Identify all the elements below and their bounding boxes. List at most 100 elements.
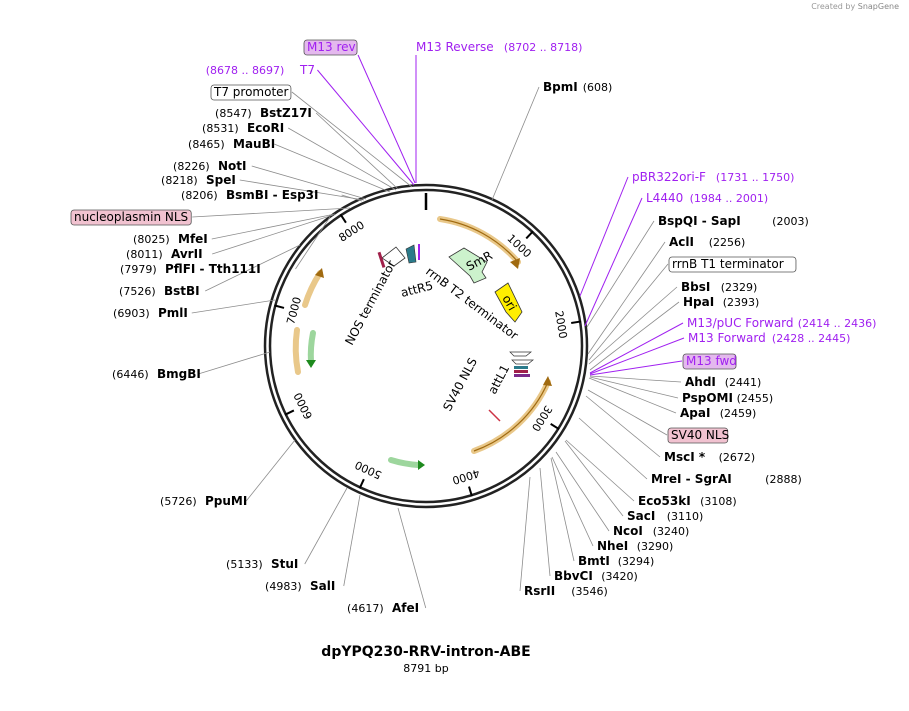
label-bspqi: BspQI - SapI(2003) (658, 214, 809, 228)
label-eco53ki: Eco53kI(3108) (638, 494, 737, 508)
label-position: (4983) (265, 580, 302, 593)
label-ncoi: NcoI (3240) (613, 524, 689, 538)
label-name: AhdI (685, 375, 716, 389)
ring-tick (339, 213, 347, 224)
label-apai: ApaI (2459) (680, 406, 756, 420)
leader-line (304, 487, 348, 565)
label-acli: AclI(2256) (669, 235, 745, 249)
feature-arc-left-upper (302, 270, 323, 308)
leader-line (291, 91, 413, 188)
leader-line (587, 389, 668, 436)
label-box (210, 84, 292, 101)
label-name: MfeI (178, 232, 208, 246)
label-position: (7526) (119, 285, 156, 298)
label-name: BpmI (543, 80, 578, 94)
label-position: (8678 .. 8697) (206, 64, 285, 77)
label-mfei: MfeI (8025) (133, 232, 208, 246)
label-avrii: AvrII(8011) (126, 247, 202, 261)
label-box (667, 427, 729, 444)
credit-prefix: Created by (811, 2, 856, 11)
label-position: (3546) (571, 585, 608, 598)
label-name: BmtI (578, 554, 610, 568)
leader-line (211, 213, 336, 240)
leader-line (588, 263, 669, 361)
label-name: pBR322ori-F (632, 170, 706, 184)
leader-line (519, 476, 531, 592)
sv40nls-label: SV40 NLS (440, 355, 480, 413)
label-bmgbi: BmgBI(6446) (112, 367, 201, 381)
attr5-label: attR5 (399, 278, 434, 300)
label-m13fwd: M13 fwd (682, 353, 737, 370)
label-bmti: BmtI(3294) (578, 554, 654, 568)
ring-tick (274, 304, 285, 309)
label-position: (8547) (215, 107, 252, 120)
leader-line (245, 439, 296, 502)
feature-arc-green-bottom (388, 457, 421, 468)
label-name: PflFI - Tth111I (165, 262, 261, 276)
label-l4440: L4440 (1984 .. 2001) (646, 191, 768, 205)
label-pbr322: pBR322ori-F(1731 .. 1750) (632, 170, 794, 184)
label-stui: StuI(5133) (226, 557, 298, 571)
snapgene-credit: Created by SnapGene (811, 2, 899, 11)
label-name: NcoI (613, 524, 643, 538)
label-bbsi: BbsI(2329) (681, 280, 757, 294)
marker-magenta-left (377, 251, 386, 268)
label-position: (2393) (723, 296, 760, 309)
feature-arc-green-left-arrow (306, 360, 316, 368)
snapgene-logo: SnapGene (857, 2, 899, 11)
label-box (682, 353, 737, 370)
label-position: (8025) (133, 233, 170, 246)
label-name: NheI (597, 539, 628, 553)
label-bstbi: BstBI (7526) (119, 284, 200, 298)
label-position: (7979) (120, 263, 157, 276)
leader-line (587, 241, 666, 355)
leader-line (589, 360, 683, 376)
leader-line (589, 301, 680, 371)
leader-line (586, 220, 655, 328)
backbone-outer (263, 183, 589, 509)
label-ahdi: AhdI (2441) (685, 375, 761, 389)
ring-tick-label: 4000 (451, 466, 482, 487)
label-bstz17i: BstZ17I(8547) (215, 106, 312, 120)
label-position: (608) (583, 81, 613, 94)
leader-line (564, 440, 624, 517)
feature-arc-green-left (307, 330, 316, 365)
label-name: BspQI - SapI (658, 214, 741, 228)
feature-arc-right-arrow (543, 376, 552, 386)
feature-arc-top-arrow (510, 258, 520, 269)
label-afei: AfeI(4617) (347, 601, 419, 615)
label-name: PpuMI (205, 494, 247, 508)
leader-line (315, 112, 399, 190)
label-pspomi: PspOMI(2455) (682, 391, 773, 405)
label-position: (3420) (601, 570, 638, 583)
attr5-arrow (381, 246, 406, 267)
label-position: (8465) (188, 138, 225, 151)
label-name: ApaI (680, 406, 710, 420)
label-position: (6446) (112, 368, 149, 381)
leader-line (295, 216, 331, 270)
label-position: (1984 .. 2001) (690, 192, 769, 205)
label-name: AfeI (392, 601, 419, 615)
feature-arc-right-core (473, 381, 549, 452)
leader-line (343, 494, 361, 587)
label-name: BbsI (681, 280, 710, 294)
ring-tick-label: 7000 (284, 295, 304, 325)
label-position: (5133) (226, 558, 263, 571)
leader-line (397, 507, 427, 609)
leader-line (357, 54, 416, 184)
ori-label: ori (499, 293, 519, 314)
leader-line (588, 286, 678, 365)
label-name: BbvCI (554, 569, 593, 583)
label-position: (3110) (667, 510, 704, 523)
label-position: (2459) (720, 407, 757, 420)
label-name: M13 Forward (688, 331, 766, 345)
label-position: (2441) (725, 376, 762, 389)
label-position: (3240) (653, 525, 690, 538)
ring-tick-label: 6000 (291, 390, 315, 421)
label-name: L4440 (646, 191, 683, 205)
label-name: BstBI (164, 284, 200, 298)
leader-line (212, 214, 334, 255)
label-name: SpeI (206, 173, 236, 187)
label-saci: SacI(3110) (627, 509, 703, 523)
